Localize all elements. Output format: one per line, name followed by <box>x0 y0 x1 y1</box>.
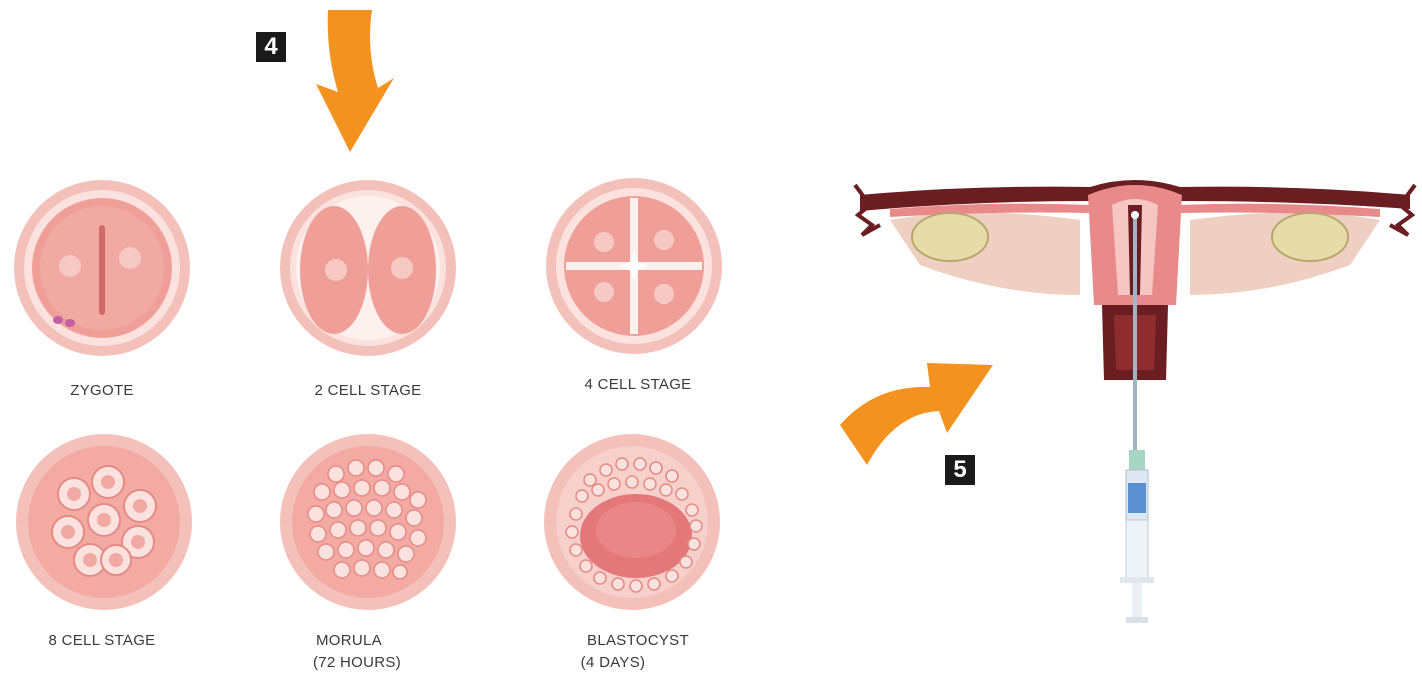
uterus-transfer-illustration <box>850 165 1420 630</box>
stage-label-2-cell: 2 CELL STAGE <box>278 380 458 402</box>
two-cell-illustration <box>278 178 458 358</box>
stage-label-8-cell: 8 CELL STAGE <box>20 630 184 652</box>
four-cell-illustration <box>544 176 724 356</box>
stage-label-4-cell: 4 CELL STAGE <box>548 374 728 396</box>
stage-sublabel-blastocyst: (4 DAYS) <box>558 652 668 674</box>
blastocyst-illustration <box>542 432 722 612</box>
step-4-badge: 4 <box>256 32 286 62</box>
stage-label-zygote: ZYGOTE <box>22 380 182 402</box>
stage-label-morula: MORULA <box>284 630 414 652</box>
morula-illustration <box>276 432 460 614</box>
stage-sublabel-morula: (72 HOURS) <box>292 652 422 674</box>
stage-label-blastocyst: BLASTOCYST <box>568 630 708 652</box>
zygote-illustration <box>12 180 192 360</box>
eight-cell-illustration <box>12 432 192 612</box>
arrow-4-icon <box>300 0 410 160</box>
